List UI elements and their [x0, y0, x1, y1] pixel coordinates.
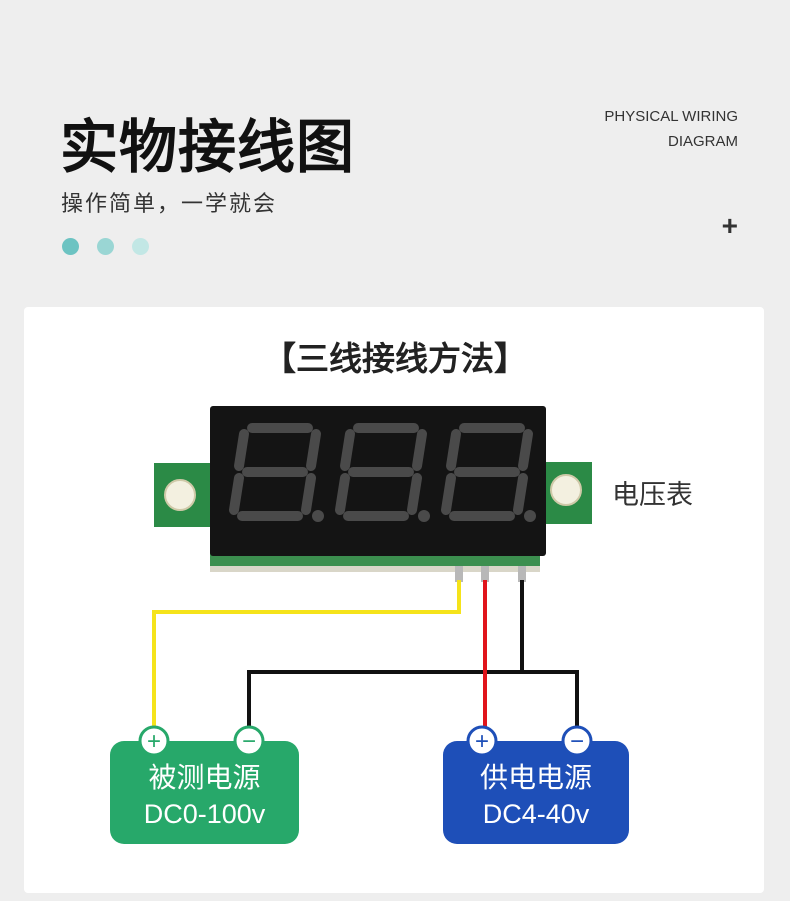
- digit-2-segment-6: [335, 473, 350, 515]
- measured-plus-terminal: +: [138, 725, 170, 757]
- supply-minus-terminal: −: [561, 725, 593, 757]
- digit-3-segment-6: [441, 473, 456, 515]
- right-mount-hole: [550, 474, 582, 506]
- measured-source-name: 被测电源: [148, 761, 261, 794]
- digit-2-segment-7: [407, 473, 422, 515]
- voltmeter-label: 电压表: [612, 480, 693, 511]
- supply-plus-sign: +: [475, 728, 489, 755]
- measured-plus-sign: +: [147, 728, 161, 755]
- left-mount-hole: [164, 479, 196, 511]
- supply-source-range: DC4-40v: [482, 799, 590, 829]
- measured-source-label: 被测电源 DC0-100v: [110, 760, 299, 832]
- english-title-line2: DIAGRAM: [667, 133, 738, 150]
- digit-3-segment-5: [518, 429, 533, 471]
- supply-source-label: 供电电源 DC4-40v: [443, 760, 629, 832]
- card-heading: 【三线接线方法】: [263, 339, 527, 378]
- measured-minus-sign: −: [242, 728, 256, 755]
- digit-1-segment-7: [301, 473, 316, 515]
- digit-1-segment-6: [229, 473, 244, 515]
- digit-3-segment-7: [513, 473, 528, 515]
- digit-1-decimal-point: [312, 510, 324, 522]
- supply-source-box: [443, 741, 629, 844]
- supply-minus-sign: −: [570, 728, 584, 755]
- supply-plus-terminal: +: [466, 725, 498, 757]
- digit-3-decimal-point: [524, 510, 536, 522]
- digit-3-segment-4: [446, 429, 461, 471]
- decor-dots: [62, 238, 149, 255]
- measured-source-range: DC0-100v: [143, 799, 266, 829]
- english-title: PHYSICAL WIRING DIAGRAM: [604, 104, 738, 154]
- signal-wire: [152, 580, 461, 742]
- seven-segment-digits: [229, 423, 536, 522]
- page-subtitle: 操作简单，一学就会: [61, 192, 278, 217]
- digit-1-segment-5: [306, 429, 321, 471]
- pin-signal: [455, 566, 463, 582]
- digit-2-segment-4: [340, 429, 355, 471]
- supply-source-name: 供电电源: [479, 761, 592, 794]
- decor-dot-3: [132, 238, 149, 255]
- decor-dot-1: [62, 238, 79, 255]
- english-title-line1: PHYSICAL WIRING: [604, 108, 738, 125]
- pin-positive: [481, 566, 489, 582]
- pcb-edge: [210, 566, 540, 572]
- digit-2-decimal-point: [418, 510, 430, 522]
- measured-minus-terminal: −: [233, 725, 265, 757]
- voltmeter-module: [154, 406, 592, 582]
- measured-source-box: [110, 741, 299, 844]
- decor-dot-2: [97, 238, 114, 255]
- digit-2-segment-5: [412, 429, 427, 471]
- pin-ground: [518, 566, 526, 582]
- ground-bus-wire: [247, 670, 579, 742]
- digit-1-segment-4: [234, 429, 249, 471]
- page-title: 实物接线图: [60, 113, 356, 181]
- plus-icon: +: [721, 210, 738, 241]
